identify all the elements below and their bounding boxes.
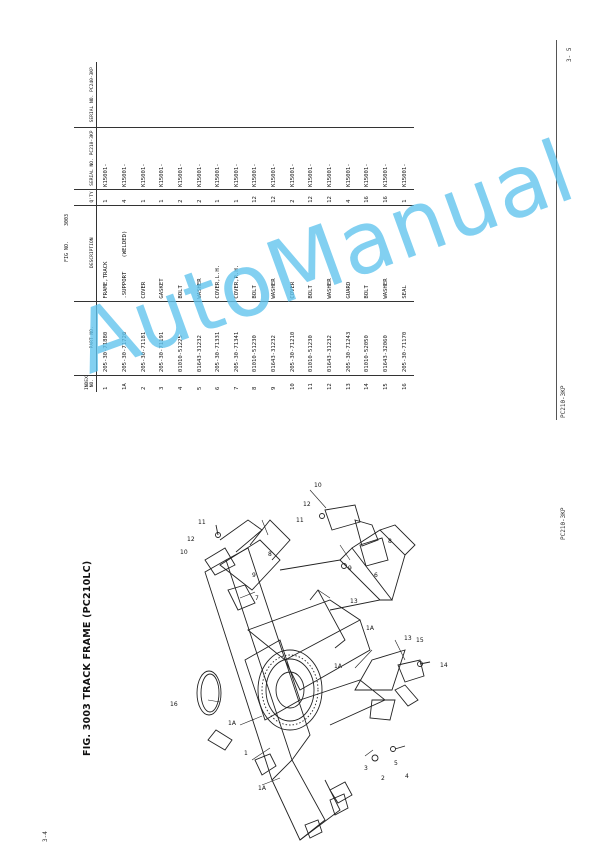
callout-12: 12: [303, 501, 311, 508]
callout-5: 5: [394, 760, 398, 767]
callout-10: 10: [314, 482, 322, 489]
seal-ring: [196, 670, 222, 716]
callout-12: 12: [187, 536, 195, 543]
small-parts: [204, 504, 431, 804]
callout-14: 14: [440, 662, 448, 669]
callout-8: 8: [268, 551, 272, 558]
swing-circle: [257, 649, 323, 731]
callout-1a: 1A: [228, 720, 237, 727]
callout-15: 15: [416, 637, 424, 644]
callout-11: 11: [296, 517, 304, 524]
callout-labels: 1 1A 1A 1A 1A 2 3 4 5 6 7 8 8 9 9 10 10 …: [170, 482, 448, 792]
callout-11: 11: [198, 519, 206, 526]
frame-outline: [204, 519, 419, 841]
callout-3: 3: [364, 765, 368, 772]
callout-9: 9: [348, 565, 352, 572]
page-edge-line: [556, 40, 557, 420]
callout-7: 7: [255, 595, 259, 602]
callout-6: 6: [374, 572, 378, 579]
callout-4: 4: [405, 773, 409, 780]
callout-13: 13: [350, 598, 358, 605]
callout-1a: 1A: [258, 785, 267, 792]
callout-13: 13: [404, 635, 412, 642]
callout-1a: 1A: [366, 625, 375, 632]
callout-1: 1: [244, 750, 248, 757]
callout-8: 8: [388, 538, 392, 545]
callout-10: 10: [180, 549, 188, 556]
leader-lines: [207, 489, 406, 786]
callout-16: 16: [170, 701, 178, 708]
callout-1a: 1A: [334, 663, 343, 670]
callout-9: 9: [252, 572, 256, 579]
callout-2: 2: [381, 775, 385, 782]
